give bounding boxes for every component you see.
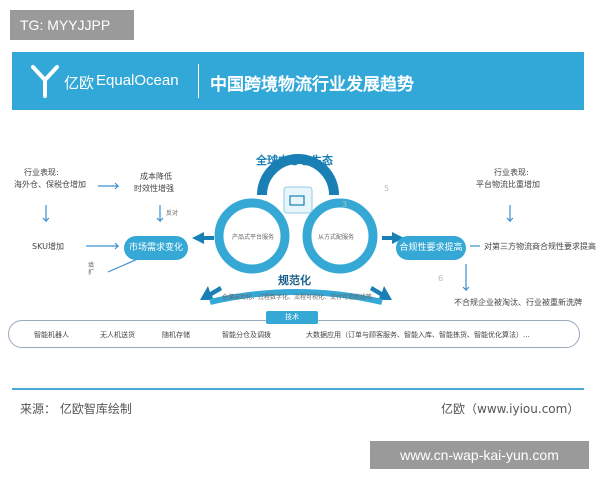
- equalocean-logo-icon: [31, 65, 59, 98]
- left-cost-text1: 成本降低: [140, 172, 172, 181]
- left-perf-label: 行业表现:: [24, 168, 59, 177]
- tech-item: 智能机器人: [34, 331, 69, 339]
- right-ring: [302, 198, 378, 274]
- right-perf-text: 平台物流比重增加: [476, 180, 540, 189]
- tech-item: 大数据应用（订单与顾客服务、智能入库、智能拣货、智能优化算法）...: [306, 331, 530, 339]
- market-demand-pill: 市场需求变化: [124, 236, 188, 260]
- left-expand-text: 填扩: [88, 262, 95, 277]
- right-perf-label: 行业表现:: [494, 168, 529, 177]
- number-5: 5: [384, 184, 390, 193]
- arrow-left-to-center: [192, 232, 214, 244]
- process-arc: [209, 289, 383, 305]
- arrow-right-to-center: [382, 232, 404, 244]
- process-text: 仓储自动化、过程数字化、流程可视化、交付可追踪线等: [222, 294, 373, 301]
- footer-rule: [12, 388, 584, 390]
- right-elim-text: 不合规企业被淘汰、行业被重新洗牌: [454, 298, 582, 307]
- banner-divider: [198, 64, 199, 98]
- header-banner: 亿欧 EqualOcean 中国跨境物流行业发展趋势: [12, 52, 584, 110]
- arrow-bottom-left: [200, 286, 222, 300]
- right-demand-text: 对第三方物流商合规性要求提高: [484, 242, 596, 251]
- right-ring-text: 从方式配服务: [318, 234, 355, 241]
- left-feedback-text: 反对: [166, 210, 179, 217]
- number-3: 3: [342, 200, 348, 209]
- compliance-pill: 合规性要求提高: [396, 236, 466, 260]
- page-title: 中国跨境物流行业发展趋势: [210, 75, 414, 95]
- source-left: 来源： 亿欧智库绘制: [20, 402, 132, 416]
- left-ring-text: 产品式平台服务: [232, 234, 275, 241]
- center-box: [283, 186, 313, 214]
- brand-cn: 亿欧: [64, 74, 95, 92]
- right-small-arrows: [462, 205, 514, 292]
- tg-tag: TG: MYYJJPP: [10, 10, 134, 40]
- technology-tab: 技术: [266, 311, 318, 324]
- brand-en: EqualOcean: [96, 72, 179, 89]
- left-small-arrows: [42, 182, 164, 273]
- left-sku-text: SKU增加: [32, 242, 64, 251]
- number-6: 6: [438, 274, 444, 283]
- tech-item: 无人机送货: [100, 331, 135, 339]
- left-ring: [214, 198, 290, 274]
- tech-item: 智能分仓及调拨: [222, 331, 271, 339]
- watermark: www.cn-wap-kai-yun.com: [370, 441, 589, 469]
- left-perf-text: 海外仓、保税仓增加: [14, 180, 86, 189]
- ecosystem-label: 全球中心仓生态: [256, 154, 333, 167]
- source-right: 亿欧（www.iyiou.com）: [441, 402, 580, 416]
- arrow-bottom-right: [370, 286, 392, 300]
- left-cost-text2: 时效性增强: [134, 184, 174, 193]
- tech-item: 随机存储: [162, 331, 190, 339]
- standardization-label: 规范化: [278, 274, 311, 287]
- top-ring: [257, 154, 339, 196]
